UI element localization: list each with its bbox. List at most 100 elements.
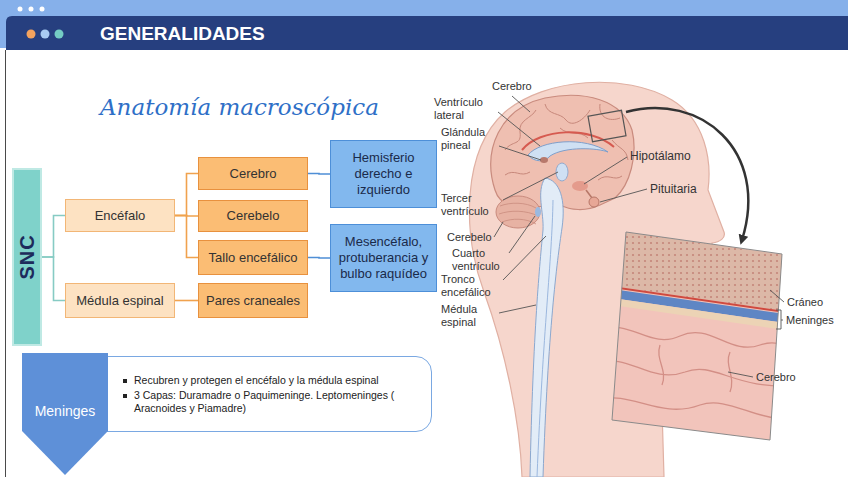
- section-heading: Anatomía macroscópica: [100, 92, 379, 122]
- head-illustration: [530, 178, 563, 477]
- part-label: Cerebelo: [447, 231, 492, 244]
- inset-illustration: [600, 361, 800, 386]
- zoom-arrow: [626, 108, 748, 240]
- tree-connector: [42, 257, 65, 301]
- leader-line: [509, 216, 535, 253]
- inset-illustration: [600, 220, 800, 450]
- tree-connector: [42, 216, 65, 258]
- leader-line: [600, 189, 647, 202]
- box-text: Tallo encefálico: [209, 250, 298, 266]
- part-label: Meninges: [786, 314, 834, 327]
- head-illustration: [505, 104, 628, 180]
- bullet-item: 3 Capas: Duramadre o Paquimeninge. Lepto…: [123, 389, 419, 415]
- header-band: [6, 16, 848, 50]
- header-band: [18, 7, 23, 12]
- head-illustration: [499, 211, 538, 216]
- category-box: Encéfalo: [65, 199, 175, 232]
- category-box: Médula espinal: [65, 283, 175, 318]
- head-illustration: [612, 140, 628, 160]
- head-illustration: [505, 172, 530, 175]
- header-band: [29, 7, 34, 12]
- part-label: Pituitaria: [650, 182, 697, 196]
- part-label: Médula espinal: [441, 303, 497, 329]
- inset-illustration: [600, 398, 800, 419]
- part-label: Hipotálamo: [630, 149, 691, 163]
- root-band: SNC: [12, 168, 42, 346]
- box-text: Recubren y protegen el encéfalo y la méd…: [134, 374, 419, 387]
- chevron-shape: [22, 353, 108, 475]
- head-illustration: [540, 157, 548, 163]
- branch-box: Pares craneales: [198, 283, 308, 318]
- inset-illustration: [600, 327, 800, 352]
- part-label: Cráneo: [787, 296, 823, 309]
- leader-line: [776, 310, 781, 329]
- inset-illustration: [600, 327, 800, 419]
- head-illustration: [598, 176, 622, 180]
- detail-box: Mesencéfalo, protuberancia y bulbo raquí…: [330, 224, 437, 292]
- chevron-tag: Meninges: [22, 353, 108, 475]
- leader-line: [499, 305, 536, 313]
- box-text: Pares craneales: [206, 293, 300, 309]
- box-text: Meninges: [35, 403, 96, 420]
- leader-line: [499, 146, 541, 160]
- leader-line: [503, 236, 546, 280]
- detail-box: Hemisferio derecho e izquierdo: [330, 140, 437, 208]
- leader-line: [503, 172, 558, 200]
- part-label: Ventrículo lateral: [434, 96, 496, 122]
- bullet-marker: [123, 379, 127, 383]
- header-band: [27, 30, 36, 39]
- part-label: Cerebro: [492, 80, 532, 93]
- head-illustration: [491, 95, 634, 209]
- bullet-item: Recubren y protegen el encéfalo y la méd…: [123, 374, 419, 387]
- tree-connector: [175, 300, 198, 302]
- leader-line: [584, 157, 627, 184]
- box-text: 3 Capas: Duramadre o Paquimeninge. Lepto…: [134, 389, 419, 415]
- head-illustration: [545, 104, 590, 123]
- head-illustration: [589, 197, 599, 207]
- branch-box: Tallo encefálico: [198, 240, 308, 275]
- head-illustration: [586, 190, 592, 198]
- tree-connector: [308, 257, 330, 259]
- header-band: [55, 30, 64, 39]
- part-label: Tercer ventrículo: [441, 192, 501, 218]
- box-text: Mesencéfalo, protuberancia y bulbo raquí…: [335, 234, 432, 282]
- note-box: Recubren y protegen el encéfalo y la méd…: [104, 356, 432, 432]
- tree-connector: [308, 173, 330, 175]
- box-text: Médula espinal: [76, 293, 163, 309]
- head-illustration: [528, 142, 608, 161]
- inset-illustration: [612, 232, 782, 440]
- head-illustration: [535, 207, 541, 217]
- zoom-arrow: [626, 108, 748, 240]
- part-label: Tronco encefálico: [441, 273, 501, 299]
- tree-connector: [175, 174, 198, 216]
- inset-illustration: [659, 345, 664, 385]
- head-illustration: [588, 110, 626, 142]
- leader-line: [512, 96, 530, 112]
- inset-illustration: [600, 220, 800, 450]
- box-text: Cerebro: [230, 166, 277, 182]
- leader-line: [494, 222, 503, 237]
- tree-connector: [175, 216, 198, 258]
- box-text: Cerebelo: [227, 208, 280, 224]
- part-label: Cerebro: [756, 371, 796, 384]
- inset-illustration: [600, 296, 800, 332]
- leader-line: [770, 290, 784, 302]
- leader-line: [498, 112, 540, 146]
- part-label: Glándula pineal: [441, 126, 497, 152]
- branch-box: Cerebelo: [198, 200, 308, 232]
- head-illustration: [537, 200, 553, 477]
- page-title: GENERALIDADES: [100, 22, 265, 46]
- header-band: [40, 7, 45, 12]
- inset-illustration: [600, 220, 800, 450]
- leader-line: [781, 320, 783, 321]
- branch-box: Cerebro: [198, 157, 308, 190]
- leader-line: [494, 96, 784, 377]
- bullet-marker: [123, 394, 127, 398]
- header-band: [5, 50, 6, 477]
- box-text: Encéfalo: [95, 208, 146, 224]
- leader-line: [728, 372, 753, 377]
- part-label: Cuarto ventrículo: [452, 247, 508, 273]
- box-text: Hemisferio derecho e izquierdo: [335, 150, 432, 198]
- vertical-title: SNC: [15, 234, 39, 279]
